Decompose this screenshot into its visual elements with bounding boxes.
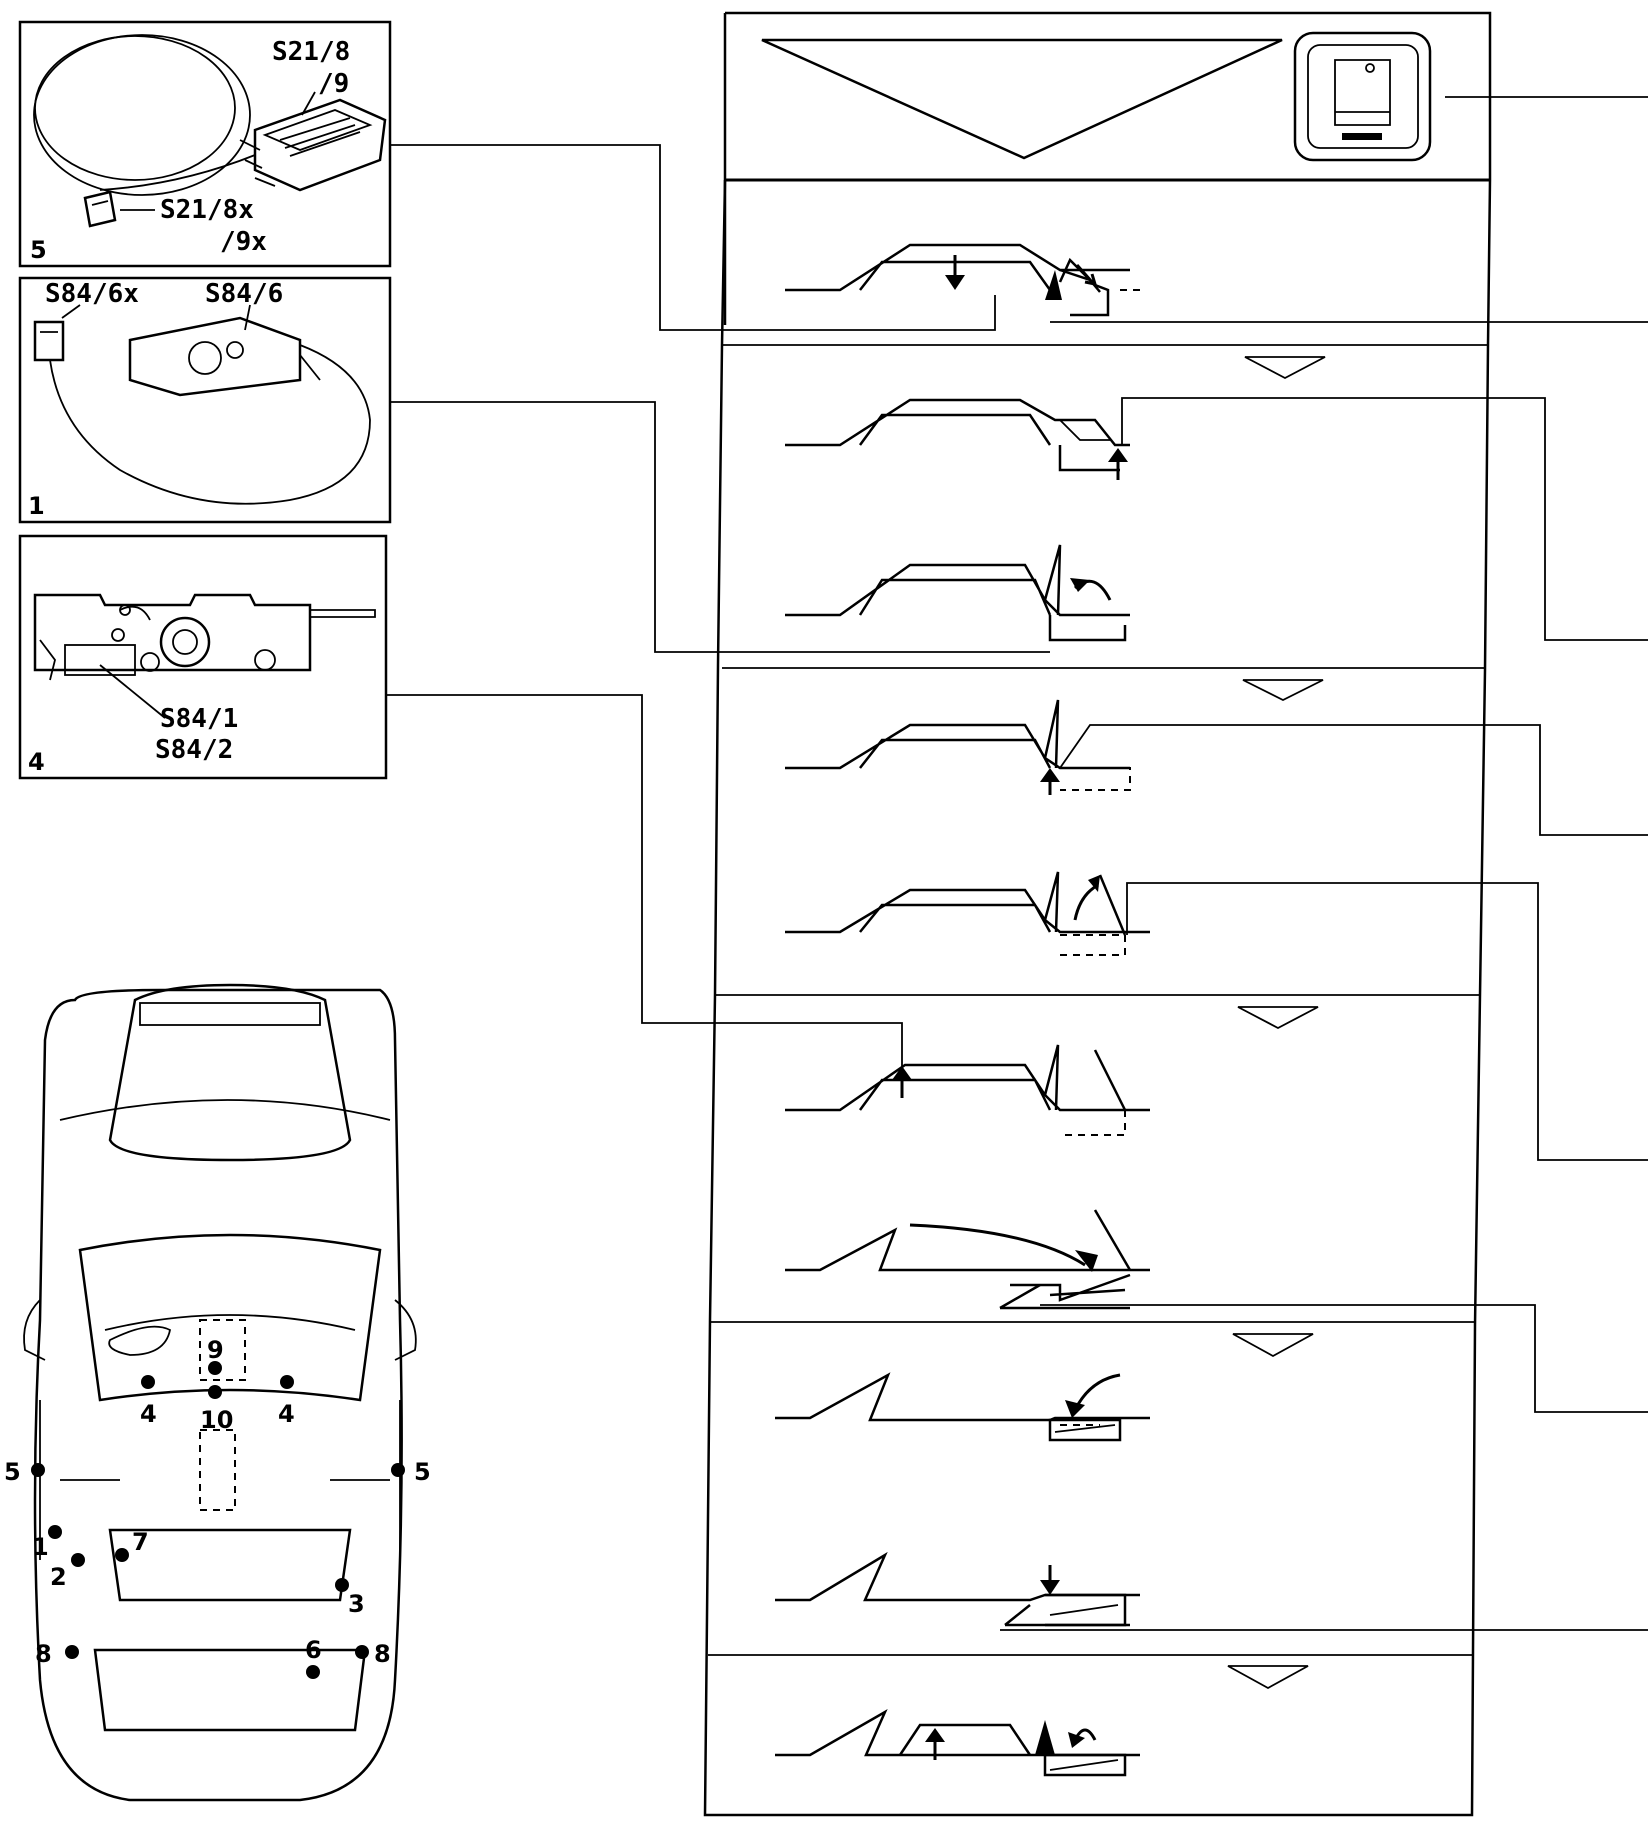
label-s21-8x: S21/8x xyxy=(160,195,254,225)
location-label-8-left: 8 xyxy=(35,1640,52,1668)
connector-s21-8x xyxy=(83,190,117,228)
steering-wheel xyxy=(108,1325,172,1356)
harness-loop xyxy=(34,35,236,181)
step-7-roof-fold xyxy=(785,1209,1150,1310)
label-s84-6x: S84/6x xyxy=(45,279,139,309)
location-label-1: 1 xyxy=(32,1533,49,1561)
location-dot-4-left xyxy=(141,1375,155,1389)
location-dot-8-left xyxy=(65,1645,79,1659)
step-5-lid-up xyxy=(785,871,1150,956)
leader-s84-6 xyxy=(244,304,251,331)
fold-arrow xyxy=(909,1223,1086,1267)
car-trunk xyxy=(93,1648,367,1732)
left-mirror xyxy=(23,1299,46,1361)
location-dot-9 xyxy=(208,1361,222,1375)
inset-5-number: 5 xyxy=(30,236,47,264)
step-1-roof-unlock xyxy=(785,243,1145,317)
leader-inset1-step3 xyxy=(390,401,1050,653)
car-body xyxy=(33,988,403,1802)
leader-step7-right xyxy=(1040,1304,1648,1413)
location-dot-8-right xyxy=(355,1645,369,1659)
inset-5-switch-harness: S21/8 /9 S21/8x /9x 5 xyxy=(18,20,392,268)
switch-s21-8 xyxy=(239,98,387,192)
start-panel xyxy=(761,31,1432,162)
location-label-7: 7 xyxy=(132,1528,149,1556)
leader-inset5-step1 xyxy=(390,144,996,331)
roof-switch-icon xyxy=(1293,31,1432,162)
location-label-4-left: 4 xyxy=(140,1400,157,1428)
start-triangle xyxy=(761,38,1283,160)
inset-1-frame xyxy=(18,276,392,524)
leader-s21-8 xyxy=(301,91,316,116)
location-label-9: 9 xyxy=(207,1336,224,1364)
location-label-8-right: 8 xyxy=(374,1640,391,1668)
car-windshield-frame xyxy=(78,1233,382,1402)
label-s21-8: S21/8 xyxy=(272,37,350,67)
step-separator-5 xyxy=(1227,1665,1309,1690)
car-hood xyxy=(108,983,352,1162)
location-label-3: 3 xyxy=(348,1590,365,1618)
inset-4-lock-switch: S84/1 S84/2 4 xyxy=(18,534,388,780)
leader-s84-1 xyxy=(99,664,166,719)
step-separator-2 xyxy=(1242,679,1324,702)
location-dot-7 xyxy=(115,1548,129,1562)
label-s84-6: S84/6 xyxy=(205,279,283,309)
label-s84-1: S84/1 xyxy=(160,704,238,734)
step-separator-4 xyxy=(1232,1333,1314,1358)
location-dot-2 xyxy=(71,1553,85,1567)
label-s21-9x: /9x xyxy=(220,227,267,257)
step-4-roof-release xyxy=(785,699,1131,795)
leader-s84-6x xyxy=(61,304,81,319)
location-dot-6 xyxy=(306,1665,320,1679)
location-dot-10 xyxy=(208,1385,222,1399)
car-grille xyxy=(139,1002,321,1026)
harness-loop-outer xyxy=(33,34,251,196)
inset-1-number: 1 xyxy=(28,492,45,520)
inset-4-number: 4 xyxy=(28,748,45,776)
inset-1-sensor-harness: S84/6x S84/6 1 xyxy=(18,276,392,524)
inset-5-frame xyxy=(18,20,392,268)
leader-step2-right xyxy=(1121,397,1648,641)
location-dot-5-left xyxy=(31,1463,45,1477)
location-label-2: 2 xyxy=(50,1563,67,1591)
step-separator-3 xyxy=(1237,1006,1319,1030)
location-label-5-left: 5 xyxy=(4,1458,21,1486)
connector-s84-6x xyxy=(33,320,65,362)
step-separator-1 xyxy=(1244,356,1326,380)
location-label-10: 10 xyxy=(200,1406,233,1434)
inset-4-frame xyxy=(18,534,388,780)
step-3-cover-open xyxy=(785,544,1130,642)
step-2-lid-raise xyxy=(785,398,1130,480)
right-mirror xyxy=(394,1299,417,1361)
location-label-4-right: 4 xyxy=(278,1400,295,1428)
step-9-cover-lock xyxy=(775,1551,1140,1627)
location-dot-3 xyxy=(335,1578,349,1592)
car-rear-deck xyxy=(108,1528,352,1602)
step-8-cover-close xyxy=(775,1372,1150,1442)
label-s84-2: S84/2 xyxy=(155,735,233,765)
leader-step5-right xyxy=(1126,882,1648,1161)
step-6-front-unlock xyxy=(785,1044,1150,1136)
console-tunnel xyxy=(199,1429,236,1511)
location-dot-1 xyxy=(48,1525,62,1539)
location-label-6: 6 xyxy=(305,1636,322,1664)
leader-step4-right xyxy=(1059,724,1648,836)
sequence-column xyxy=(703,11,1492,1817)
location-dot-5-right xyxy=(391,1463,405,1477)
label-s21-9: /9 xyxy=(318,69,349,99)
sensor-s84-6 xyxy=(128,316,321,397)
location-dot-4-right xyxy=(280,1375,294,1389)
location-label-5-right: 5 xyxy=(414,1458,431,1486)
leader-lines xyxy=(386,96,1648,1631)
lock-mechanism xyxy=(33,593,376,681)
car-top-view: 4 9 10 4 5 5 1 7 2 3 8 6 8 xyxy=(4,983,431,1802)
leader-inset4-step6 xyxy=(386,694,903,1068)
sensor-cable xyxy=(49,344,371,505)
step-10-roof-reinstall xyxy=(775,1709,1140,1777)
